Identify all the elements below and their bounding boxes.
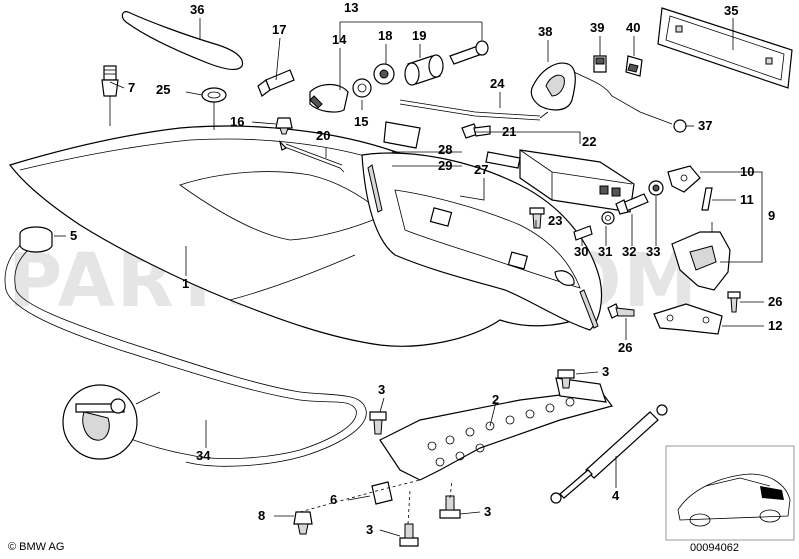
trunk-trim-panel-27[interactable] (361, 152, 603, 331)
brand-label: BMW AG (19, 541, 65, 553)
callout-1: 1 (182, 276, 189, 291)
light-strip-36[interactable] (121, 11, 244, 71)
lock-barrel-19[interactable] (404, 54, 444, 86)
callout-5: 5 (70, 228, 77, 243)
seal-detail-inset (62, 384, 161, 460)
lock-ring-15[interactable] (352, 78, 372, 98)
callout-33: 33 (646, 244, 660, 259)
callout-37: 37 (698, 118, 712, 133)
trunk-seal-34[interactable] (4, 237, 367, 467)
callout-25: 25 (156, 82, 170, 97)
callout-28: 28 (438, 142, 452, 157)
washer-31[interactable] (601, 211, 615, 225)
gas-strut-4[interactable] (550, 404, 668, 504)
diagram-number: 00094062 (690, 542, 739, 554)
callout-31: 31 (598, 244, 612, 259)
callout-3-c: 3 (484, 504, 491, 519)
hinge-2[interactable] (379, 377, 614, 481)
bolt-3-a[interactable] (369, 411, 387, 435)
screw-30[interactable] (573, 225, 593, 241)
bolt-21[interactable] (461, 123, 491, 139)
vehicle-inset (665, 445, 795, 541)
callout-36: 36 (190, 2, 204, 17)
clip-39[interactable] (593, 55, 607, 73)
pull-rod-24[interactable] (399, 99, 549, 121)
callout-15: 15 (354, 114, 368, 129)
buffer-bolt-7[interactable] (101, 65, 119, 97)
bolt-3-c[interactable] (439, 495, 461, 519)
callout-40: 40 (626, 20, 640, 35)
plate-bracket-35[interactable] (657, 7, 793, 89)
clip-8[interactable] (293, 511, 313, 535)
striker-12[interactable] (653, 303, 723, 335)
lock-latch-9[interactable] (671, 222, 731, 291)
pin-11[interactable] (701, 187, 713, 211)
central-lock-actuator-22[interactable] (485, 149, 635, 213)
lock-ring-18[interactable] (373, 63, 395, 85)
callout-4: 4 (612, 488, 620, 503)
bolt-32[interactable] (615, 193, 649, 215)
cable-37[interactable] (573, 71, 687, 133)
grommet-25[interactable] (201, 87, 227, 103)
callout-3-d: 3 (366, 522, 373, 537)
callout-32: 32 (622, 244, 636, 259)
callout-10: 10 (740, 164, 754, 179)
callout-9: 9 (768, 208, 775, 223)
callout-23: 23 (548, 213, 562, 228)
leader-lines (54, 21, 764, 537)
bolt-17[interactable] (257, 69, 295, 97)
callout-29: 29 (438, 158, 452, 173)
callout-3-a: 3 (378, 382, 385, 397)
callout-14: 14 (332, 32, 347, 47)
callout-27: 27 (474, 162, 488, 177)
clip-16[interactable] (275, 117, 293, 135)
callout-38: 38 (538, 24, 552, 39)
lock-pin-13[interactable] (449, 40, 489, 65)
callout-26-right: 26 (768, 294, 782, 309)
callout-20: 20 (316, 128, 330, 143)
rubber-buffer-5[interactable] (19, 226, 53, 253)
callout-19: 19 (412, 28, 426, 43)
callout-6: 6 (330, 492, 337, 507)
callout-26-left: 26 (618, 340, 632, 355)
screw-26-left[interactable] (607, 303, 635, 319)
screw-26-right[interactable] (727, 291, 741, 313)
callout-21: 21 (502, 124, 516, 139)
copyright-icon: © (8, 541, 17, 553)
callout-7: 7 (128, 80, 135, 95)
screw-23[interactable] (529, 207, 545, 229)
callout-35: 35 (724, 3, 738, 18)
callout-17: 17 (272, 22, 286, 37)
linkage-rod-20[interactable] (278, 140, 345, 173)
callout-labels: 36 13 17 14 18 19 38 39 40 35 7 25 24 16… (70, 0, 782, 537)
callout-34: 34 (196, 448, 211, 463)
nut-33[interactable] (648, 180, 664, 196)
clip-40[interactable] (625, 55, 643, 77)
callout-11: 11 (740, 192, 754, 207)
callout-12: 12 (768, 318, 782, 333)
lock-cylinder-14[interactable] (309, 83, 349, 113)
buffer-6[interactable] (371, 481, 393, 505)
callout-24: 24 (490, 76, 505, 91)
bolt-3-d[interactable] (399, 523, 419, 547)
callout-16: 16 (230, 114, 244, 129)
callout-3-b: 3 (602, 364, 609, 379)
callout-8: 8 (258, 508, 265, 523)
cover-plate[interactable] (383, 121, 421, 149)
brand-footer: © BMW AG (8, 541, 64, 553)
bracket-10[interactable] (667, 165, 701, 193)
callout-18: 18 (378, 28, 392, 43)
callout-39: 39 (590, 20, 604, 35)
callout-22: 22 (582, 134, 596, 149)
callout-30: 30 (574, 244, 588, 259)
callout-13: 13 (344, 0, 358, 15)
release-handle-38[interactable] (530, 62, 576, 111)
bolt-3-b[interactable] (557, 369, 575, 389)
callout-2: 2 (492, 392, 499, 407)
